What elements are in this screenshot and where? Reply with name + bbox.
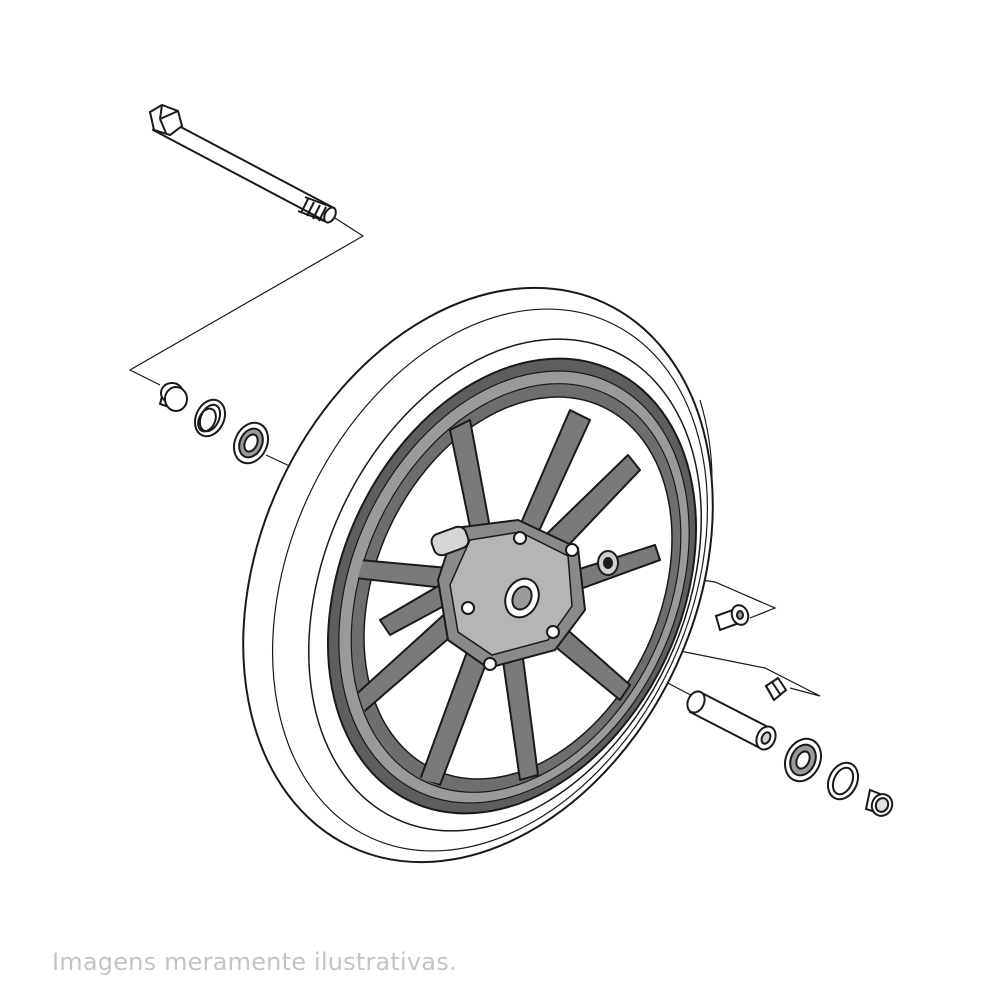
valve-hole bbox=[597, 550, 619, 576]
left-oil-seal bbox=[193, 398, 227, 438]
hub-slot bbox=[430, 525, 470, 557]
right-bearing bbox=[784, 737, 822, 783]
speed-sensor-collar bbox=[764, 676, 788, 702]
hub-collar bbox=[686, 690, 777, 751]
bolt bbox=[513, 531, 527, 545]
right-spacer bbox=[864, 788, 894, 817]
right-oil-seal bbox=[826, 761, 860, 801]
bolt bbox=[483, 657, 497, 671]
disc-bolts bbox=[461, 531, 579, 671]
bolt bbox=[546, 625, 560, 639]
bolt bbox=[461, 601, 475, 615]
left-spacer bbox=[158, 382, 188, 412]
left-bearing bbox=[232, 421, 270, 465]
tire-valve bbox=[714, 604, 750, 632]
axle-bolt bbox=[148, 103, 337, 224]
bolt bbox=[565, 543, 579, 557]
disclaimer-caption: Imagens meramente ilustrativas. bbox=[52, 948, 457, 976]
